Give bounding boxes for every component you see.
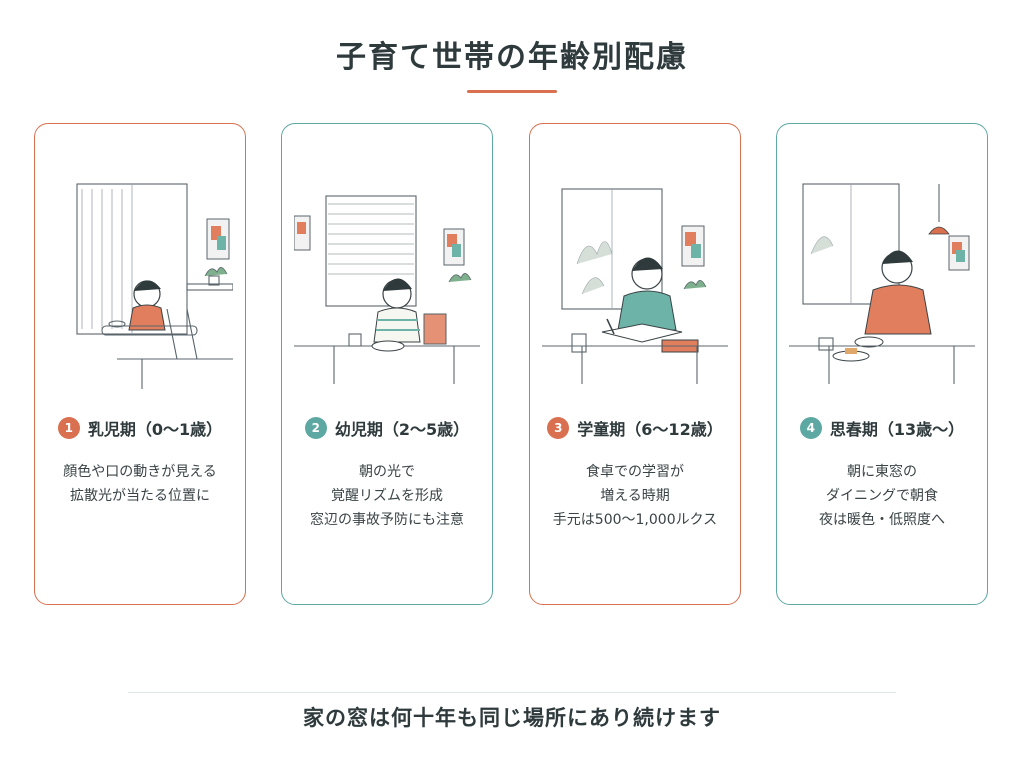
age-card-school: 3 学童期（6〜12歳） 食卓での学習が 増える時期 手元は500〜1,000ル…: [529, 123, 741, 605]
card-line: 食卓での学習が: [586, 464, 684, 480]
card-heading-text: 乳児期（0〜1歳）: [87, 420, 223, 439]
card-line: ダイニングで朝食: [826, 488, 938, 504]
card-line: 顔色や口の動きが見える: [63, 464, 217, 480]
age-card-toddler: 2 幼児期（2〜5歳） 朝の光で 覚醒リズムを形成 窓辺の事故予防にも注意: [281, 123, 493, 605]
card-heading-text: 幼児期（2〜5歳）: [334, 420, 470, 439]
footer-divider: [128, 692, 896, 693]
card-line: 手元は500〜1,000ルクス: [552, 512, 718, 528]
card-heading-text: 学童期（6〜12歳）: [577, 420, 723, 439]
card-line: 覚醒リズムを形成: [331, 488, 443, 504]
card-heading: 1 乳児期（0〜1歳）: [35, 416, 245, 440]
card-heading: 2 幼児期（2〜5歳）: [282, 416, 492, 440]
number-badge: 4: [799, 417, 822, 439]
card-body: 顔色や口の動きが見える 拡散光が当たる位置に: [35, 460, 245, 508]
footer-text: 家の窓は何十年も同じ場所にあり続けます: [303, 706, 721, 730]
number-badge: 3: [547, 417, 570, 439]
age-card-teen: 4 思春期（13歳〜） 朝に東窓の ダイニングで朝食 夜は暖色・低照度へ: [776, 123, 988, 605]
baby-in-highchair-illustration: [76, 183, 233, 389]
title-underline: [467, 90, 557, 93]
card-heading: 3 学童期（6〜12歳）: [530, 416, 740, 440]
card-line: 拡散光が当たる位置に: [70, 488, 210, 504]
toddler-eating-illustration: [294, 195, 480, 384]
card-line: 夜は暖色・低照度へ: [819, 512, 945, 528]
card-line: 朝に東窓の: [847, 464, 917, 480]
card-heading: 4 思春期（13歳〜）: [777, 416, 987, 440]
child-studying-illustration: [542, 188, 728, 384]
card-body: 朝に東窓の ダイニングで朝食 夜は暖色・低照度へ: [777, 460, 987, 532]
card-line: 窓辺の事故予防にも注意: [310, 512, 464, 528]
card-line: 増える時期: [600, 488, 670, 504]
card-line: 朝の光で: [359, 464, 415, 480]
teen-breakfast-illustration: [789, 183, 975, 384]
age-card-infant: 1 乳児期（0〜1歳） 顔色や口の動きが見える 拡散光が当たる位置に: [34, 123, 246, 605]
number-badge: 2: [304, 417, 327, 439]
card-heading-text: 思春期（13歳〜）: [829, 420, 965, 439]
card-body: 食卓での学習が 増える時期 手元は500〜1,000ルクス: [530, 460, 740, 532]
page-title: 子育て世帯の年齢別配慮: [336, 40, 688, 75]
card-body: 朝の光で 覚醒リズムを形成 窓辺の事故予防にも注意: [282, 460, 492, 532]
number-badge: 1: [57, 417, 80, 439]
